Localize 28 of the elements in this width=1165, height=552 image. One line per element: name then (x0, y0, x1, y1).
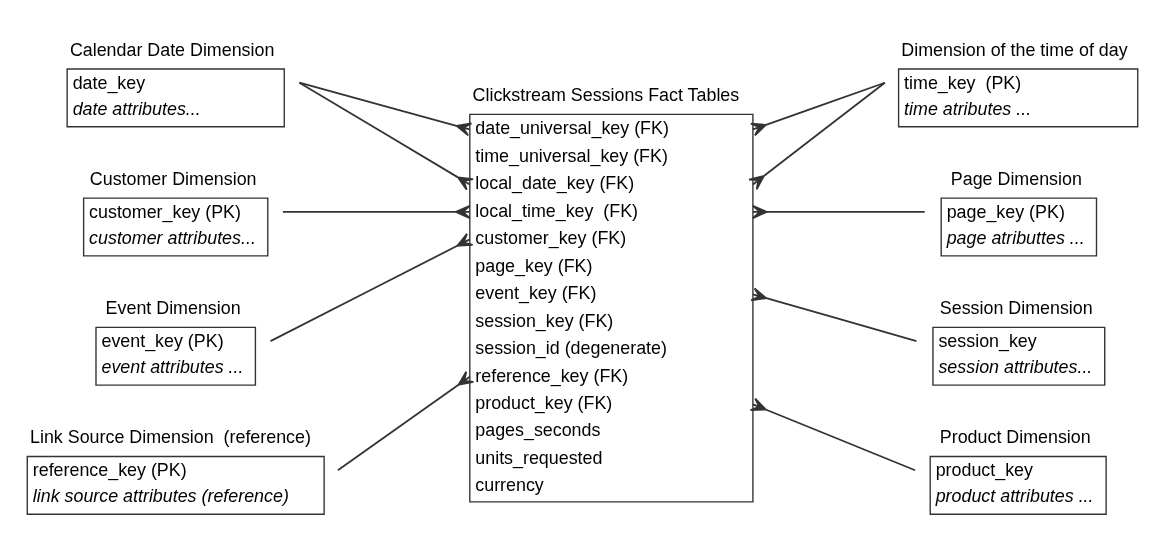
node-box: date_key date attributes... (66, 67, 285, 127)
node-box: page_key (PK) page atributtes ... (940, 196, 1098, 257)
connector (298, 81, 473, 136)
node-label: Session Dimension (939, 297, 1093, 318)
connector (752, 204, 926, 219)
node-box: session_key session attributes... (932, 326, 1106, 386)
node-label: Dimension of the time of day (901, 39, 1128, 60)
node-box: time_key (PK) time atributes ... (897, 67, 1139, 127)
connector (750, 287, 918, 342)
connector (269, 232, 474, 342)
node-label: Clickstream Sessions Fact Tables (472, 84, 740, 105)
connector (749, 397, 916, 471)
connector (282, 204, 471, 219)
node-label: Customer Dimension (89, 168, 257, 189)
connector (336, 370, 475, 471)
connector (748, 81, 886, 190)
node-box: date_universal_key (FK) time_universal_key (FK) local_date_key (FK) local_time_key (FK) customer_key (FK) page_key (FK) event_key (FK) session_key (FK) session_id (degenerate) reference_key (FK) product_key (FK) pages_seconds units_requested currency (469, 113, 754, 503)
connector (298, 81, 474, 191)
node-label: Page Dimension (950, 168, 1082, 189)
node-label: Event Dimension (105, 297, 241, 318)
node-label: Calendar Date Dimension (69, 39, 275, 60)
node-label: Link Source Dimension (reference) (30, 426, 311, 447)
node-box: customer_key (PK) customer attributes... (82, 196, 269, 257)
node-box: event_key (PK) event attributes ... (95, 326, 257, 386)
node-box: reference_key (PK) link source attributes (reference) (26, 455, 325, 515)
node-label: Product Dimension (939, 426, 1091, 447)
connector (749, 81, 886, 136)
node-box: product_key product attributes ... (929, 455, 1107, 515)
